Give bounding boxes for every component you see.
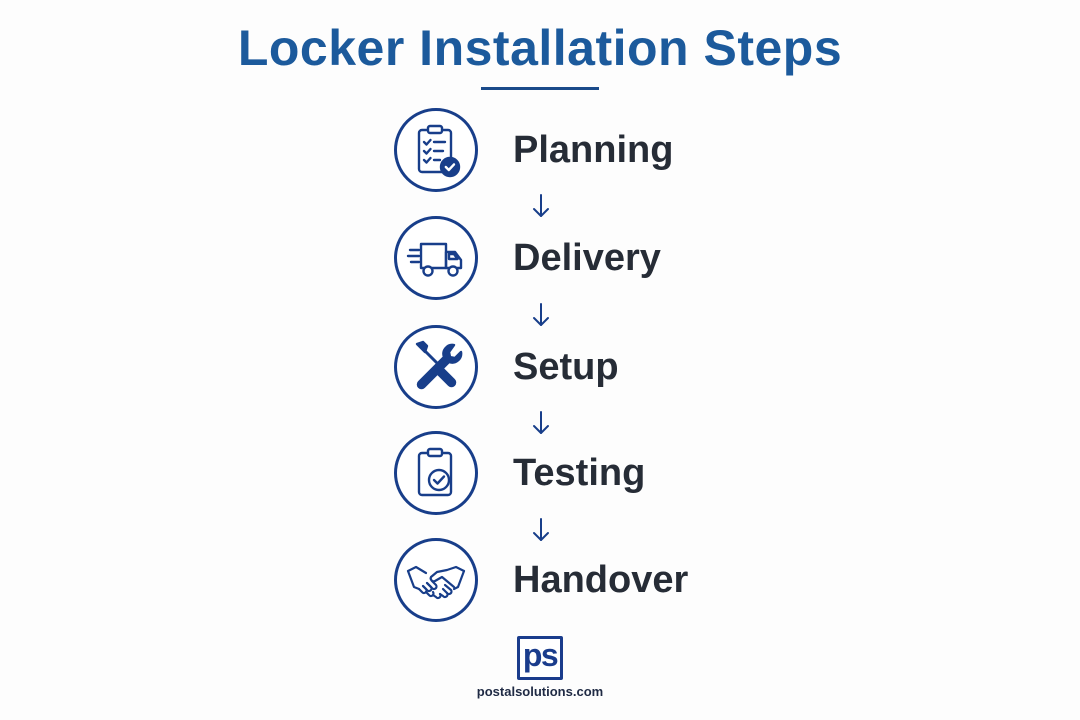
down-arrow-icon: [531, 193, 551, 219]
step-label: Planning: [513, 129, 674, 171]
wrench-screwdriver-icon: [394, 325, 478, 409]
step-label: Setup: [513, 346, 619, 388]
page-title: Locker Installation Steps: [237, 20, 843, 76]
handshake-icon: [394, 538, 478, 622]
down-arrow-icon: [531, 410, 551, 436]
step-label: Handover: [513, 559, 689, 601]
clipboard-checklist-icon: [394, 108, 478, 192]
logo-text: ps: [522, 637, 559, 673]
step-handover: Handover: [393, 537, 813, 627]
website-url: postalsolutions.com: [476, 684, 604, 699]
step-label: Delivery: [513, 237, 661, 279]
down-arrow-icon: [531, 517, 551, 543]
step-label: Testing: [513, 452, 646, 494]
down-arrow-icon: [531, 302, 551, 328]
step-planning: Planning: [393, 107, 813, 197]
company-logo: ps: [517, 636, 563, 680]
clipboard-check-icon: [394, 431, 478, 515]
step-testing: Testing: [393, 430, 813, 520]
step-setup: Setup: [393, 324, 813, 414]
step-delivery: Delivery: [393, 215, 813, 305]
delivery-truck-icon: [394, 216, 478, 300]
title-underline: [481, 87, 599, 90]
